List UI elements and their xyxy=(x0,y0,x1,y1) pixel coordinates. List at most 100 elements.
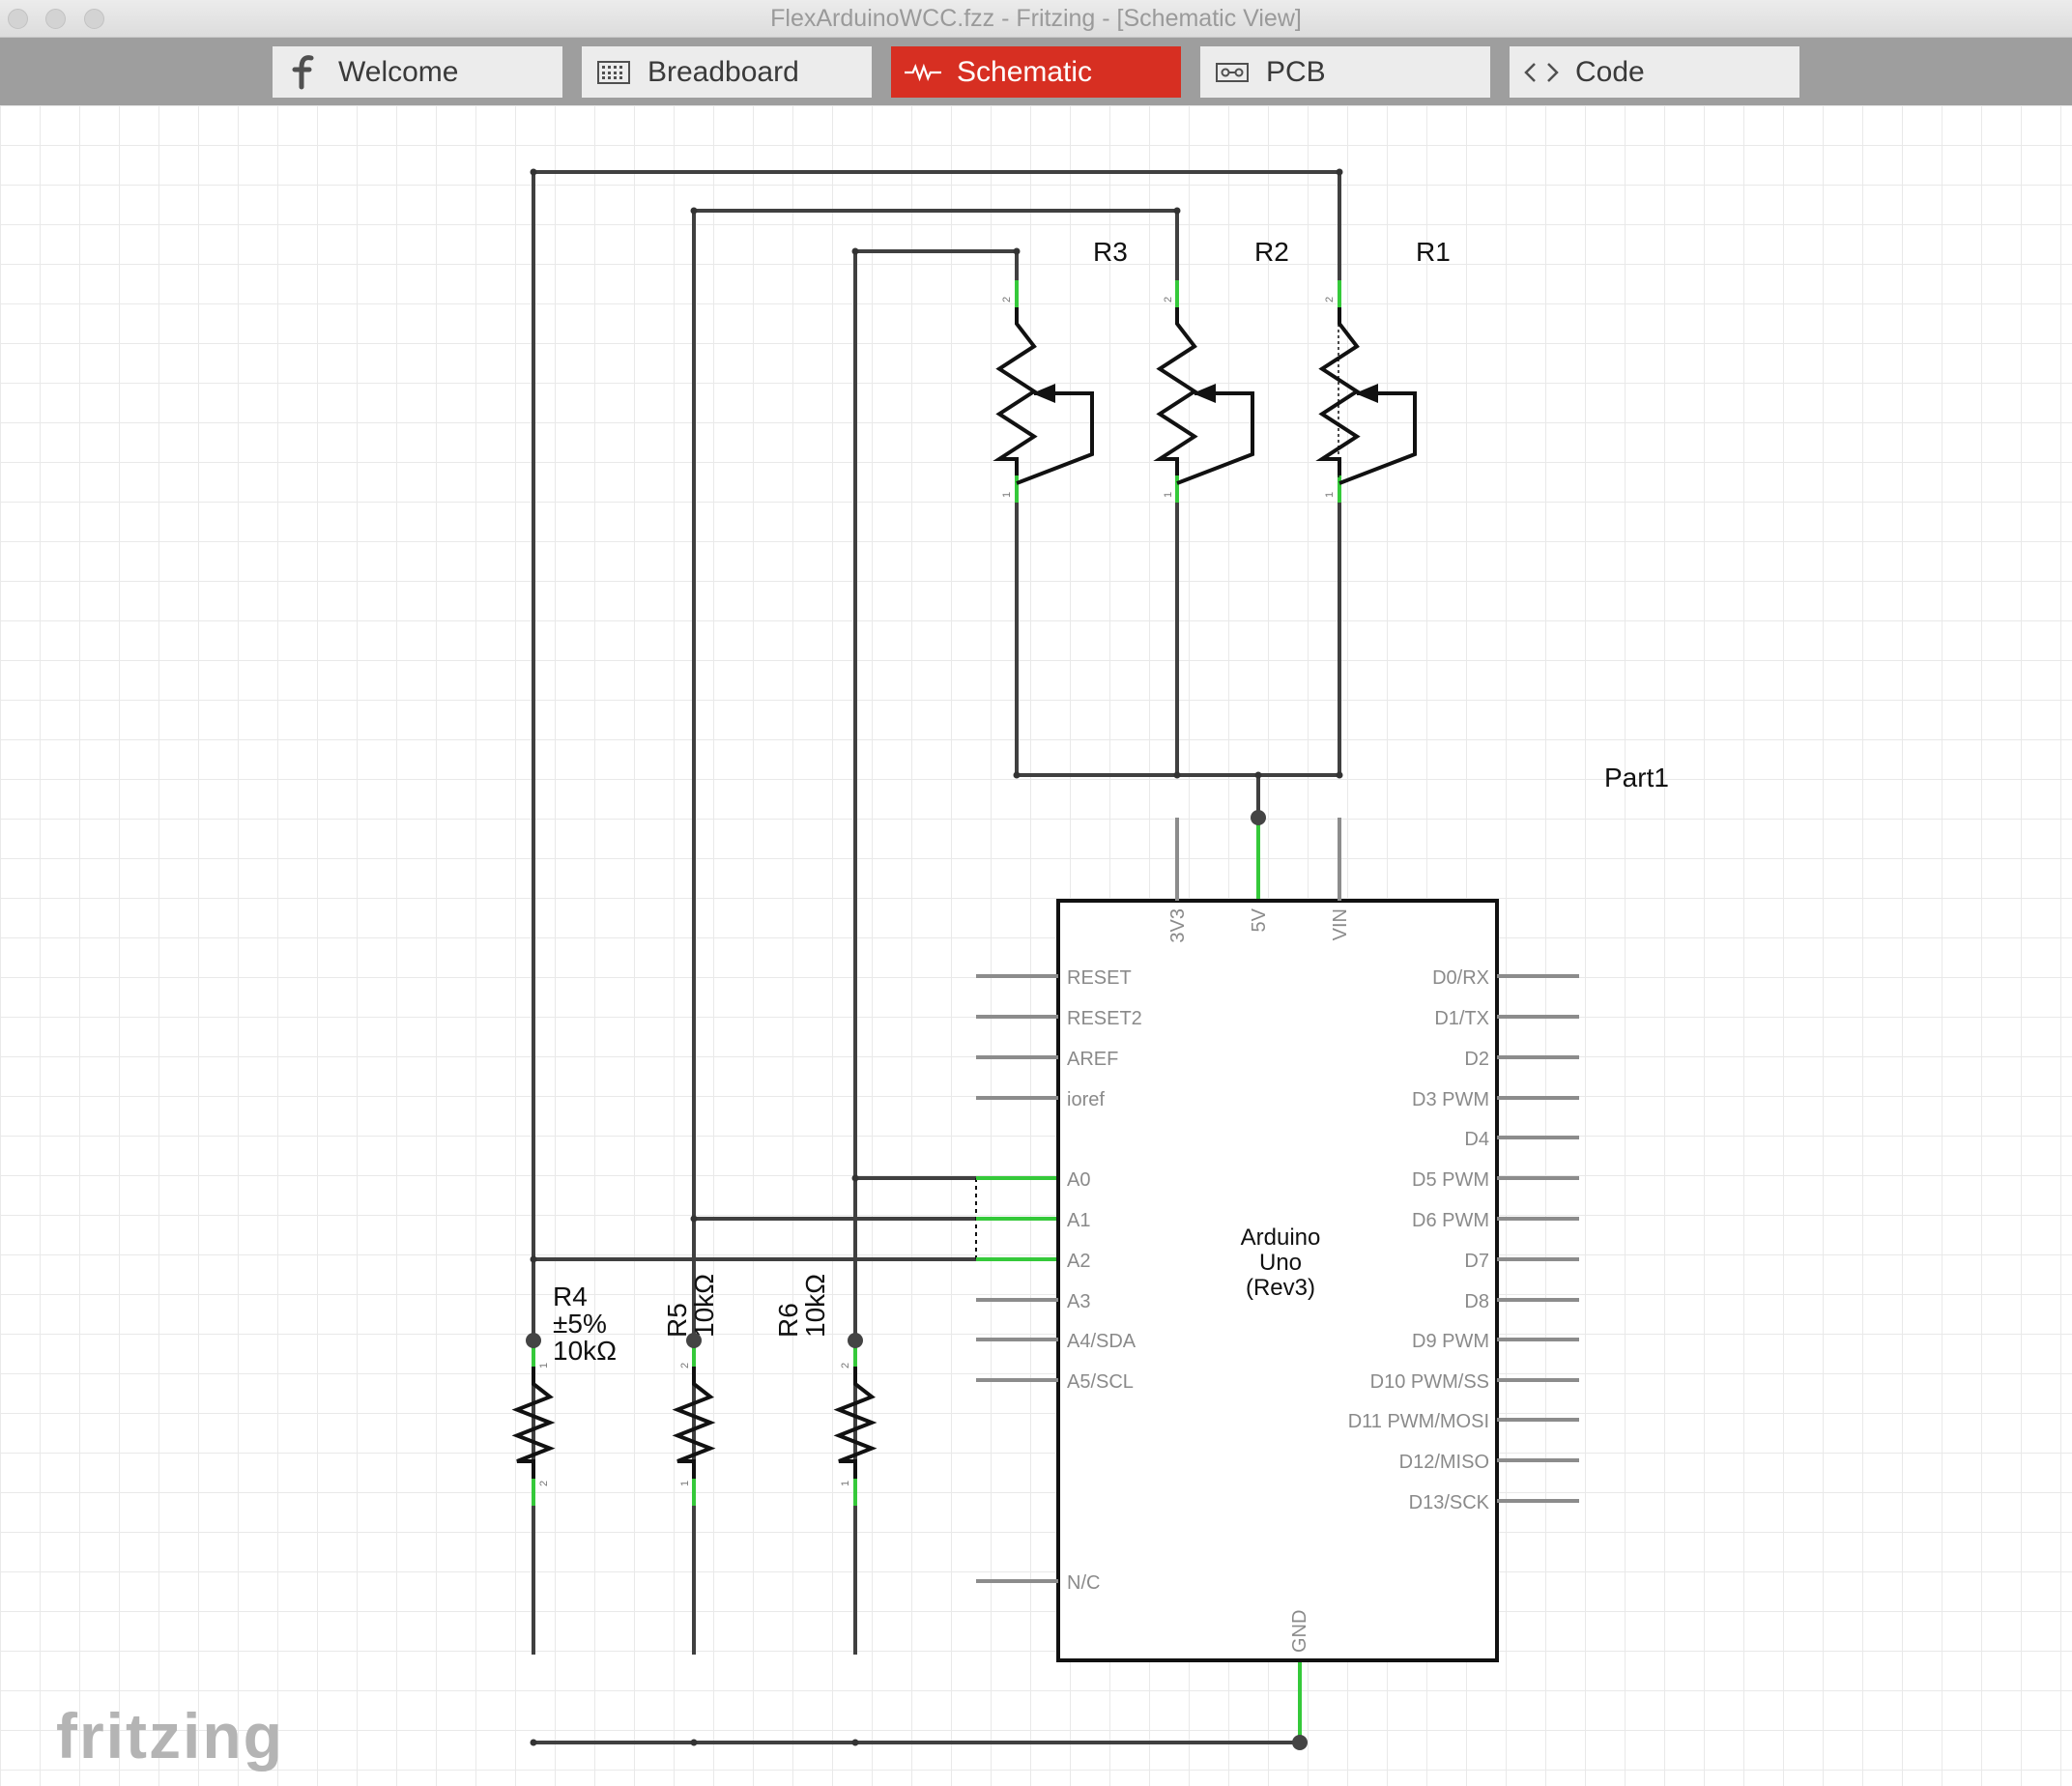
arduino-name-line1: Arduino xyxy=(1241,1224,1321,1251)
tab-welcome-label: Welcome xyxy=(338,55,459,88)
arduino-pin-label: ioref xyxy=(1067,1089,1105,1110)
fritzing-logo: fritzing xyxy=(56,1700,284,1772)
arduino-pin-label: D13/SCK xyxy=(1409,1492,1490,1513)
flex-sensor-label: R1 xyxy=(1416,237,1451,267)
schematic-canvas[interactable] xyxy=(0,105,2072,1786)
junction-dot xyxy=(1251,810,1266,825)
arduino-pin-label: D8 xyxy=(1464,1291,1489,1312)
minimize-window-button[interactable] xyxy=(45,9,66,29)
pin-number: 2 xyxy=(1324,297,1336,302)
flex-sensor-r2[interactable]: R2 2 1 xyxy=(1153,237,1289,498)
wiper-arrow xyxy=(1032,384,1055,403)
arduino-pin-label: A5/SCL xyxy=(1067,1371,1134,1393)
junction-dot xyxy=(526,1333,541,1348)
resistor-label: R4 xyxy=(553,1282,588,1311)
wire-bend-point xyxy=(1336,168,1343,176)
wire-bend-point xyxy=(851,1739,859,1746)
arduino-pin-label: GND xyxy=(1289,1610,1310,1653)
wire-bend-point xyxy=(690,1215,698,1223)
pin-number: 2 xyxy=(1163,297,1174,302)
wire-bend-point xyxy=(1013,771,1021,779)
pin-number: 1 xyxy=(1001,492,1013,498)
wires[interactable] xyxy=(532,170,1341,1744)
arduino-pin-label: RESET2 xyxy=(1067,1008,1142,1029)
wire-r1-loop xyxy=(532,170,1341,1655)
wire-bend-point xyxy=(1173,207,1181,215)
arduino-pin-label: A2 xyxy=(1067,1251,1090,1272)
resistor-value: 10kΩ xyxy=(553,1336,617,1366)
resistor-label: R6 xyxy=(773,1303,803,1338)
arduino-body[interactable] xyxy=(1056,899,1499,1662)
pcb-icon xyxy=(1214,56,1251,89)
arduino-pin-label: D2 xyxy=(1464,1049,1489,1070)
wire-bend-point xyxy=(1013,247,1021,255)
resistor-label: R5 xyxy=(662,1303,692,1338)
pin-number: 2 xyxy=(840,1363,851,1368)
resistor-r4[interactable]: R4 ±5% 10kΩ 1 2 xyxy=(511,1282,617,1486)
arduino-pin-label: A0 xyxy=(1067,1169,1090,1191)
zoom-window-button[interactable] xyxy=(84,9,104,29)
junction-dot xyxy=(1292,1735,1308,1750)
window-titlebar: FlexArduinoWCC.fzz - Fritzing - [Schemat… xyxy=(0,0,2072,38)
arduino-pin-label: D9 PWM xyxy=(1412,1331,1489,1352)
arduino-pin-label: A1 xyxy=(1067,1210,1090,1231)
tab-pcb-label: PCB xyxy=(1266,55,1326,88)
arduino-pin-label: D1/TX xyxy=(1434,1008,1489,1029)
pin-number: 1 xyxy=(1324,492,1336,498)
arduino-name-line2: Uno xyxy=(1259,1250,1302,1276)
wire-bend-point xyxy=(1336,771,1343,779)
wire-bend-point xyxy=(851,247,859,255)
arduino-pin-label: A4/SDA xyxy=(1067,1331,1137,1352)
wire-bend-point xyxy=(690,207,698,215)
resistor-value: 10kΩ xyxy=(800,1274,830,1338)
pin-number: 1 xyxy=(1163,492,1174,498)
wire-bend-point xyxy=(1254,771,1262,779)
arduino-pin-label: AREF xyxy=(1067,1049,1118,1070)
pin-number: 1 xyxy=(538,1363,550,1368)
resistor-wave-icon xyxy=(905,56,941,89)
tab-pcb[interactable]: PCB xyxy=(1200,46,1490,98)
arduino-pin-label: D10 PWM/SS xyxy=(1370,1371,1489,1393)
arduino-name-line3: (Rev3) xyxy=(1246,1275,1315,1301)
wire-bend-point xyxy=(530,1255,537,1263)
close-window-button[interactable] xyxy=(8,9,28,29)
arduino-pin-label: D11 PWM/MOSI xyxy=(1348,1411,1489,1432)
flex-sensor-label: R2 xyxy=(1254,237,1289,267)
wiper-arrow xyxy=(1193,384,1216,403)
junction-dot xyxy=(848,1333,863,1348)
view-tab-bar: Welcome Breadboard Schematic PCB Code xyxy=(0,38,2072,105)
tab-schematic[interactable]: Schematic xyxy=(891,46,1181,98)
wire-bend-point xyxy=(1173,771,1181,779)
breadboard-icon xyxy=(595,56,632,89)
arduino-pin-label: D0/RX xyxy=(1432,967,1489,989)
tab-welcome[interactable]: Welcome xyxy=(273,46,562,98)
resistor-value: 10kΩ xyxy=(689,1274,719,1338)
arduino-pin-label: D7 xyxy=(1464,1251,1489,1272)
resistor-r6[interactable]: R6 10kΩ 2 1 xyxy=(773,1274,878,1486)
tab-breadboard[interactable]: Breadboard xyxy=(582,46,872,98)
pin-number: 2 xyxy=(538,1481,550,1486)
code-brackets-icon xyxy=(1523,56,1560,89)
arduino-pin-label: VIN xyxy=(1330,908,1351,940)
wire-r3-loop xyxy=(853,249,1019,1655)
tab-breadboard-label: Breadboard xyxy=(648,55,799,88)
arduino-pin-label: 3V3 xyxy=(1167,908,1189,943)
arduino-pin-label: RESET xyxy=(1067,967,1132,989)
arduino-pin-label: A3 xyxy=(1067,1291,1090,1312)
wire-bend-point xyxy=(690,1739,698,1746)
pin-number: 2 xyxy=(1001,297,1013,302)
flex-sensor-label: R3 xyxy=(1093,237,1128,267)
arduino-pin-label: 5V xyxy=(1249,907,1270,932)
flex-sensor-r1[interactable]: R1 2 1 xyxy=(1315,237,1451,498)
wire-bend-point xyxy=(851,1174,859,1182)
arduino-pin-label: N/C xyxy=(1067,1572,1100,1594)
arduino-pin-label: D6 PWM xyxy=(1412,1210,1489,1231)
tab-code[interactable]: Code xyxy=(1510,46,1799,98)
part-label: Part1 xyxy=(1604,763,1669,792)
resistor-r5[interactable]: R5 10kΩ 2 1 xyxy=(662,1274,719,1486)
wire-bend-point xyxy=(530,168,537,176)
flex-sensor-r3[interactable]: R3 2 1 xyxy=(993,237,1128,498)
